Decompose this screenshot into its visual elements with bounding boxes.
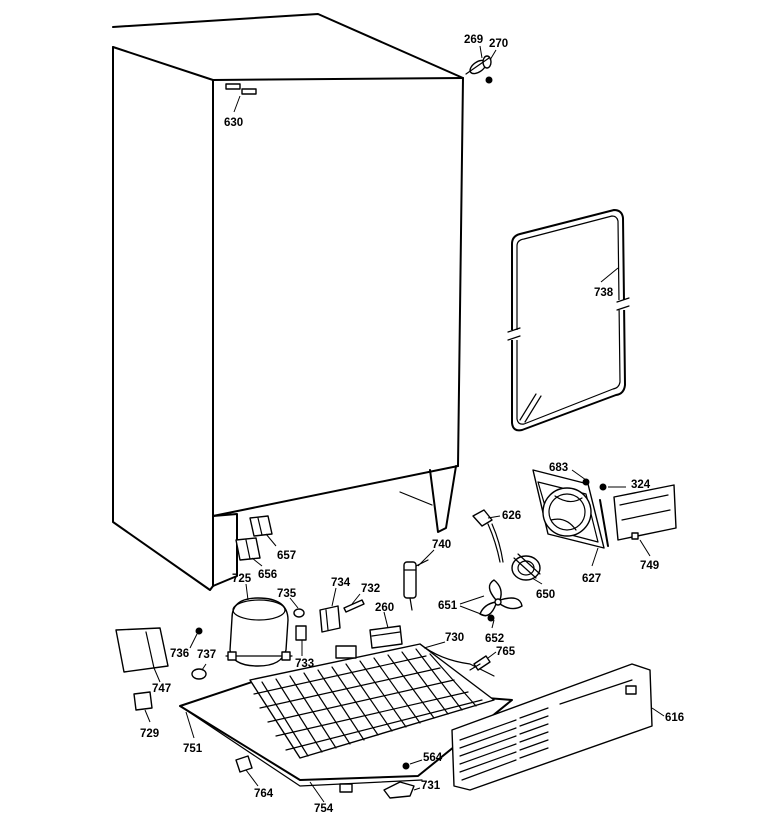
fan-motor: [511, 553, 541, 581]
part-label-656: 656: [258, 569, 277, 581]
part-label-652: 652: [485, 633, 504, 645]
part-label-751: 751: [183, 743, 203, 755]
hinge-pin-assembly: [465, 55, 493, 84]
part-label-651: 651: [438, 600, 458, 612]
part-label-740: 740: [432, 539, 451, 551]
compressor: [225, 597, 293, 667]
part-label-735: 735: [277, 588, 297, 600]
part-label-738: 738: [594, 287, 614, 299]
part-label-616: 616: [665, 712, 684, 724]
part-label-657: 657: [277, 550, 296, 562]
leader-lines: [144, 45, 665, 803]
part-label-725: 725: [232, 573, 252, 585]
fan-bracket: [532, 469, 609, 549]
part-label-683: 683: [549, 462, 568, 474]
defrost-timer: [403, 559, 429, 611]
part-label-650: 650: [536, 589, 555, 601]
part-label-729: 729: [140, 728, 159, 740]
part-label-731: 731: [421, 780, 441, 792]
part-label-732: 732: [361, 583, 380, 595]
fasteners: [235, 655, 491, 799]
part-label-324: 324: [631, 479, 651, 491]
part-label-564: 564: [423, 752, 443, 764]
part-label-270: 270: [489, 38, 508, 50]
grille-panel: [451, 663, 653, 791]
power-cord: [472, 509, 504, 563]
relay-brackets: [235, 515, 273, 561]
relay-parts: [293, 599, 403, 649]
part-label-764: 764: [254, 788, 274, 800]
part-label-733: 733: [295, 658, 314, 670]
condenser-coil-and-base: [179, 643, 513, 793]
part-label-754: 754: [314, 803, 334, 815]
part-label-765: 765: [496, 646, 516, 658]
part-labels: 269 270 630 738 683 324 626 627 749 740 …: [140, 34, 684, 815]
part-label-260: 260: [375, 602, 394, 614]
part-label-730: 730: [445, 632, 464, 644]
part-label-736: 736: [170, 648, 189, 660]
side-bracket: [115, 627, 207, 711]
part-label-626: 626: [502, 510, 521, 522]
door-gasket: [507, 209, 630, 432]
part-label-737: 737: [197, 649, 216, 661]
part-label-734: 734: [331, 577, 351, 589]
part-label-269: 269: [464, 34, 483, 46]
part-label-630: 630: [224, 117, 243, 129]
part-label-749: 749: [640, 560, 659, 572]
part-label-627: 627: [582, 573, 601, 585]
part-label-747: 747: [152, 683, 171, 695]
fan-blade: [479, 579, 523, 622]
refrigerator-cabinet: [112, 13, 464, 591]
control-board: [613, 484, 677, 541]
